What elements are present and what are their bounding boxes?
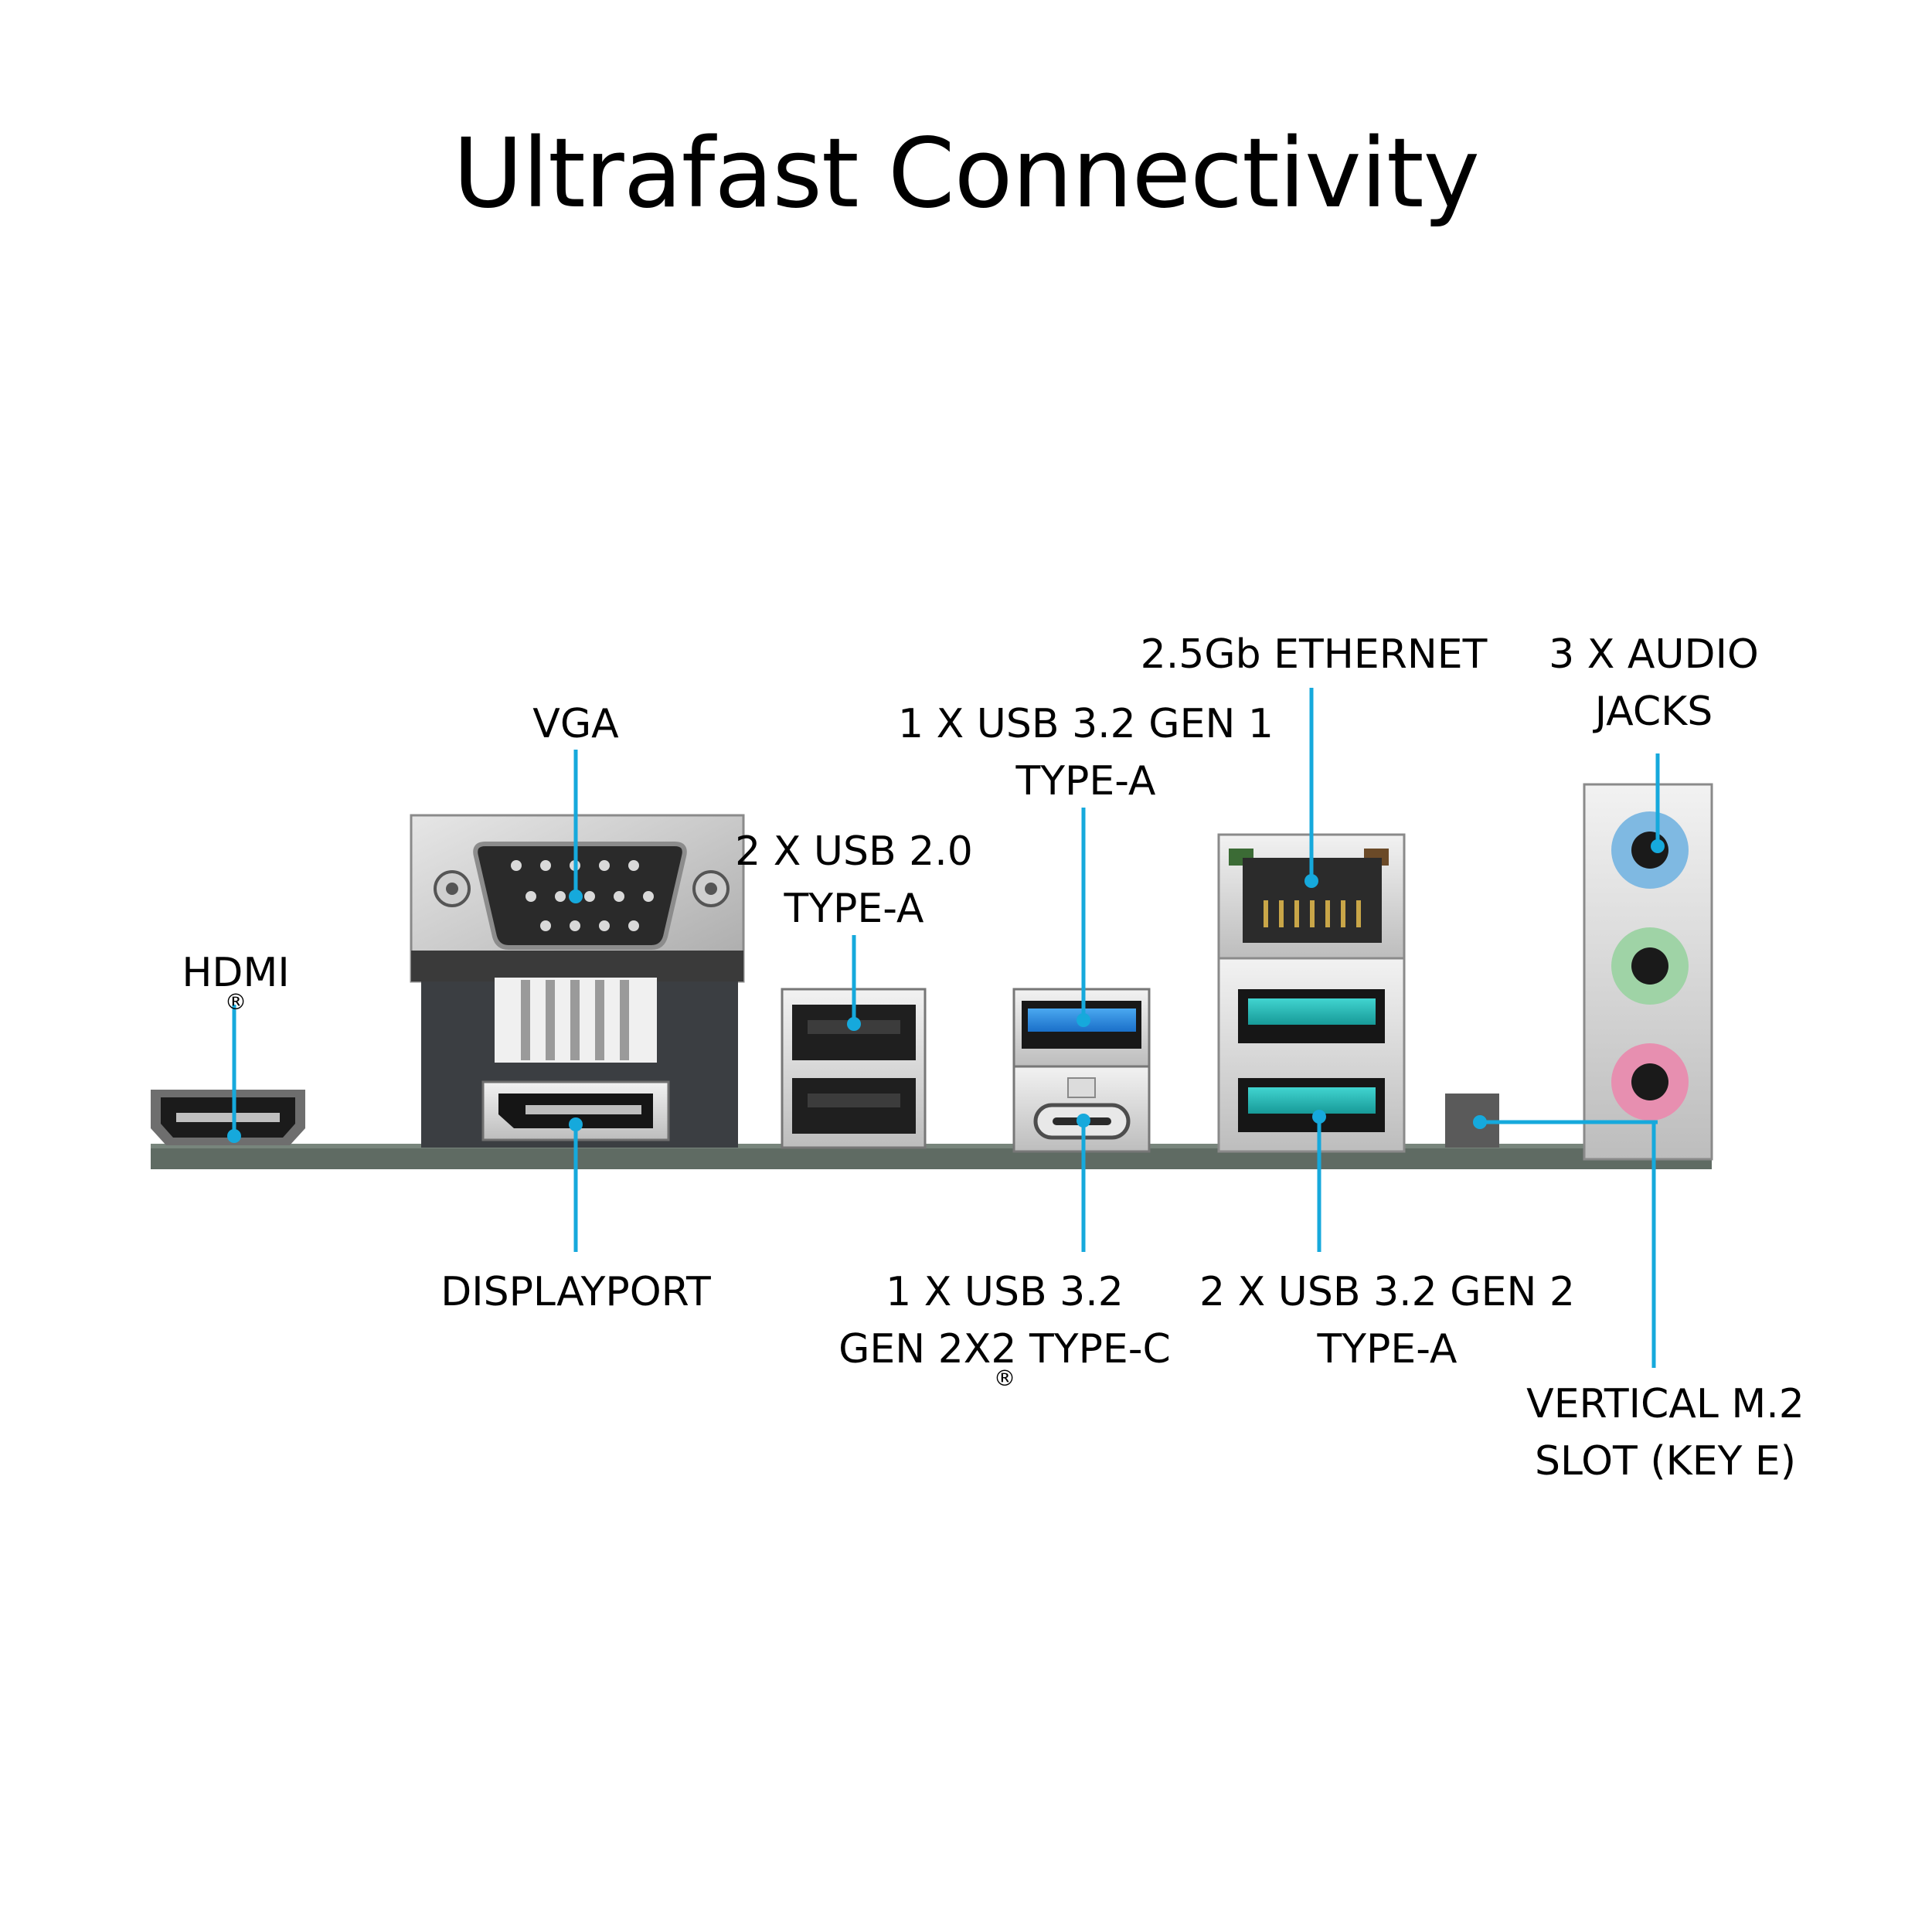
usb-a-teal-port-icon [1217,957,1406,1153]
vga-label: VGA [532,701,619,747]
usb-a-port-icon [781,988,927,1149]
usb32-gen2-label: 2 X USB 3.2 GEN 2 TYPE-A [1199,1269,1575,1372]
callout-lines [227,688,1665,1368]
usb20-label: 2 X USB 2.0 TYPE-A [735,828,973,932]
ethernet-label: 2.5Gb ETHERNET [1140,631,1488,678]
m2-label: VERTICAL M.2 SLOT (KEY E) [1526,1381,1804,1485]
hdmi-label: HDMI® [182,950,290,1015]
audio-jack-icon [1583,783,1713,1161]
usb32-gen2x2-label: 1 X USB 3.2 GEN 2X2 TYPE-C® [838,1269,1171,1391]
hdmi-port-icon [151,1090,305,1145]
audio-label: 3 X AUDIO JACKS [1549,631,1759,735]
pcb-base [151,1148,1712,1169]
page-title: Ultrafast Connectivity [452,118,1480,230]
displayport-label: DISPLAYPORT [440,1269,711,1315]
displayport-port-icon [481,1080,670,1141]
usb32-gen1-label: 1 X USB 3.2 GEN 1 TYPE-A [898,701,1274,804]
